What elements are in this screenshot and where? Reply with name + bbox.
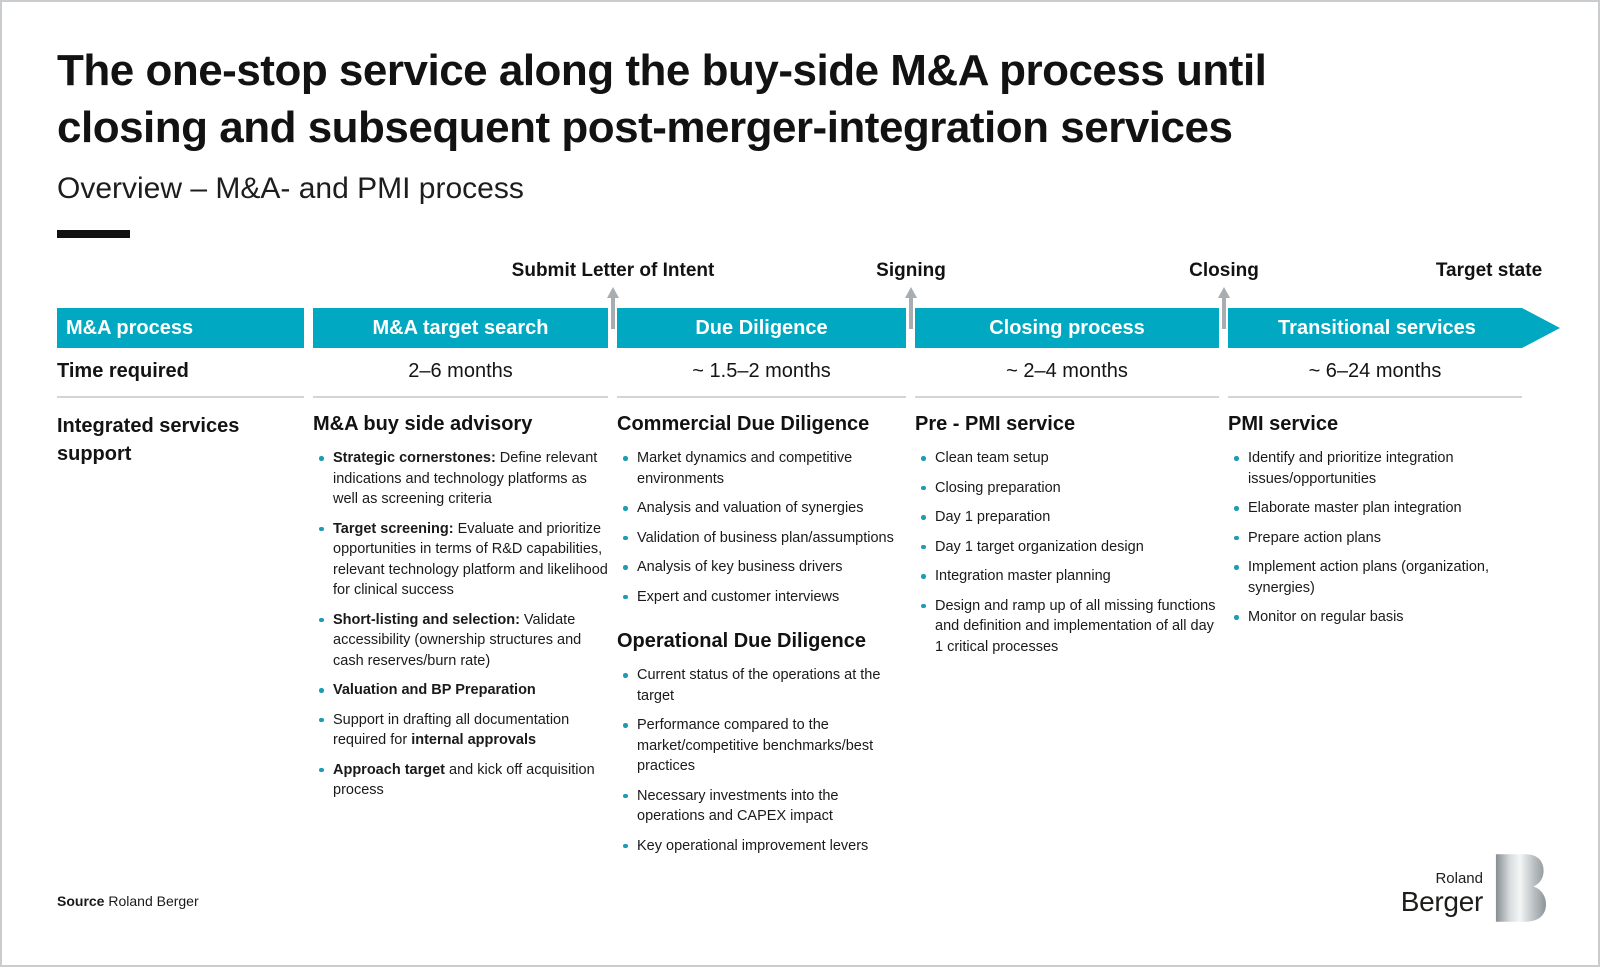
section-heading: Operational Due Diligence bbox=[617, 630, 866, 652]
bullet-item: Valuation and BP Preparation bbox=[313, 680, 608, 701]
bullet-item: Prepare action plans bbox=[1228, 528, 1522, 549]
bullet-item: Approach target and kick off acquisition… bbox=[313, 760, 608, 801]
page-title: The one-stop service along the buy-side … bbox=[57, 42, 1543, 156]
up-arrow-icon bbox=[905, 287, 917, 329]
time-value-transitional: ~ 6–24 months bbox=[1308, 360, 1442, 382]
source-text: Roland Berger bbox=[108, 893, 199, 909]
bullet-item: Validation of business plan/assumptions bbox=[617, 528, 906, 549]
process-stage-transitional-services: Transitional services bbox=[1228, 308, 1560, 348]
up-arrow-icon bbox=[1218, 287, 1230, 329]
milestone-label-target-state: Target state bbox=[1435, 260, 1543, 281]
bullet-item: Closing preparation bbox=[915, 478, 1219, 499]
process-bar: M&A process M&A target search Due Dilige… bbox=[57, 260, 1560, 348]
logo-word-berger: Berger bbox=[1400, 886, 1484, 917]
title-line-2: closing and subsequent post-merger-integ… bbox=[57, 103, 1233, 152]
page-subtitle: Overview – M&A- and PMI process bbox=[57, 172, 524, 205]
source-label: Source bbox=[57, 893, 105, 909]
bullet-list: Market dynamics and competitive environm… bbox=[617, 448, 906, 607]
bullet-list: Current status of the operations at the … bbox=[617, 665, 906, 856]
bullet-item: Expert and customer interviews bbox=[617, 587, 906, 608]
bullet-item: Short-listing and selection: Validate ac… bbox=[313, 610, 608, 672]
section-heading: M&A buy side advisory bbox=[313, 413, 533, 435]
time-required-label: Time required bbox=[57, 360, 189, 382]
logo-word-roland: Roland bbox=[1435, 870, 1483, 887]
bullet-item: Market dynamics and competitive environm… bbox=[617, 448, 906, 489]
divider-dash bbox=[57, 230, 130, 238]
bullet-item: Target screening: Evaluate and prioritiz… bbox=[313, 519, 608, 601]
bullet-item: Day 1 preparation bbox=[915, 507, 1219, 528]
bullet-item: Elaborate master plan integration bbox=[1228, 498, 1522, 519]
bullet-list: Identify and prioritize integration issu… bbox=[1228, 448, 1522, 628]
process-timeline: Submit Letter of Intent Signing Closing … bbox=[57, 260, 1560, 348]
section-heading: Commercial Due Diligence bbox=[617, 413, 870, 435]
integrated-services-row: Integrated services support M&A buy side… bbox=[57, 396, 1598, 865]
source-note: Source Roland Berger bbox=[57, 893, 199, 923]
bullet-item: Key operational improvement levers bbox=[617, 836, 906, 857]
up-arrow-icon bbox=[607, 287, 619, 329]
bullet-item: Design and ramp up of all missing functi… bbox=[915, 596, 1219, 658]
bullet-item: Support in drafting all documentation re… bbox=[313, 710, 608, 751]
logo-wordmark: Roland Berger bbox=[1400, 870, 1484, 923]
section-heading: PMI service bbox=[1228, 413, 1339, 435]
title-line-1: The one-stop service along the buy-side … bbox=[57, 46, 1267, 95]
section-heading: Pre - PMI service bbox=[915, 413, 1076, 435]
bullet-item: Necessary investments into the operation… bbox=[617, 786, 906, 827]
bullet-item: Identify and prioritize integration issu… bbox=[1228, 448, 1522, 489]
time-value-due-diligence: ~ 1.5–2 months bbox=[692, 360, 831, 382]
services-row-label-cell: Integrated services support bbox=[57, 396, 304, 865]
bullet-item: Strategic cornerstones: Define relevant … bbox=[313, 448, 608, 510]
time-value-target-search: 2–6 months bbox=[408, 360, 513, 382]
milestone-label-closing: Closing bbox=[1189, 260, 1259, 281]
bullet-item: Analysis of key business drivers bbox=[617, 557, 906, 578]
process-stage-target-search: M&A target search bbox=[313, 308, 608, 348]
logo-b-mark-icon bbox=[1495, 854, 1546, 922]
process-stage-transitional-wrap: Transitional services bbox=[1228, 308, 1560, 348]
bullet-item: Day 1 target organization design bbox=[915, 537, 1219, 558]
bullet-item: Monitor on regular basis bbox=[1228, 607, 1522, 628]
bullet-list: Strategic cornerstones: Define relevant … bbox=[313, 448, 608, 801]
bullet-item: Current status of the operations at the … bbox=[617, 665, 906, 706]
bullet-item: Implement action plans (organization, sy… bbox=[1228, 557, 1522, 598]
bullet-item: Performance compared to the market/compe… bbox=[617, 715, 906, 777]
time-required-row: Time required 2–6 months ~ 1.5–2 months … bbox=[57, 360, 1598, 396]
footer: Source Roland Berger Roland Berger bbox=[57, 853, 1546, 923]
bullet-item: Analysis and valuation of synergies bbox=[617, 498, 906, 519]
process-stage-due-diligence: Due Diligence bbox=[617, 308, 906, 348]
bullet-item: Clean team setup bbox=[915, 448, 1219, 469]
milestone-label-submit-loi: Submit Letter of Intent bbox=[511, 260, 715, 281]
time-value-closing-process: ~ 2–4 months bbox=[1006, 360, 1128, 382]
bullet-item: Integration master planning bbox=[915, 566, 1219, 587]
process-stage-closing-process: Closing process bbox=[915, 308, 1219, 348]
process-bar-title: M&A process bbox=[57, 308, 304, 348]
services-row-label: Integrated services support bbox=[57, 415, 240, 465]
roland-berger-logo: Roland Berger bbox=[1401, 853, 1546, 923]
milestone-label-signing: Signing bbox=[876, 260, 946, 281]
